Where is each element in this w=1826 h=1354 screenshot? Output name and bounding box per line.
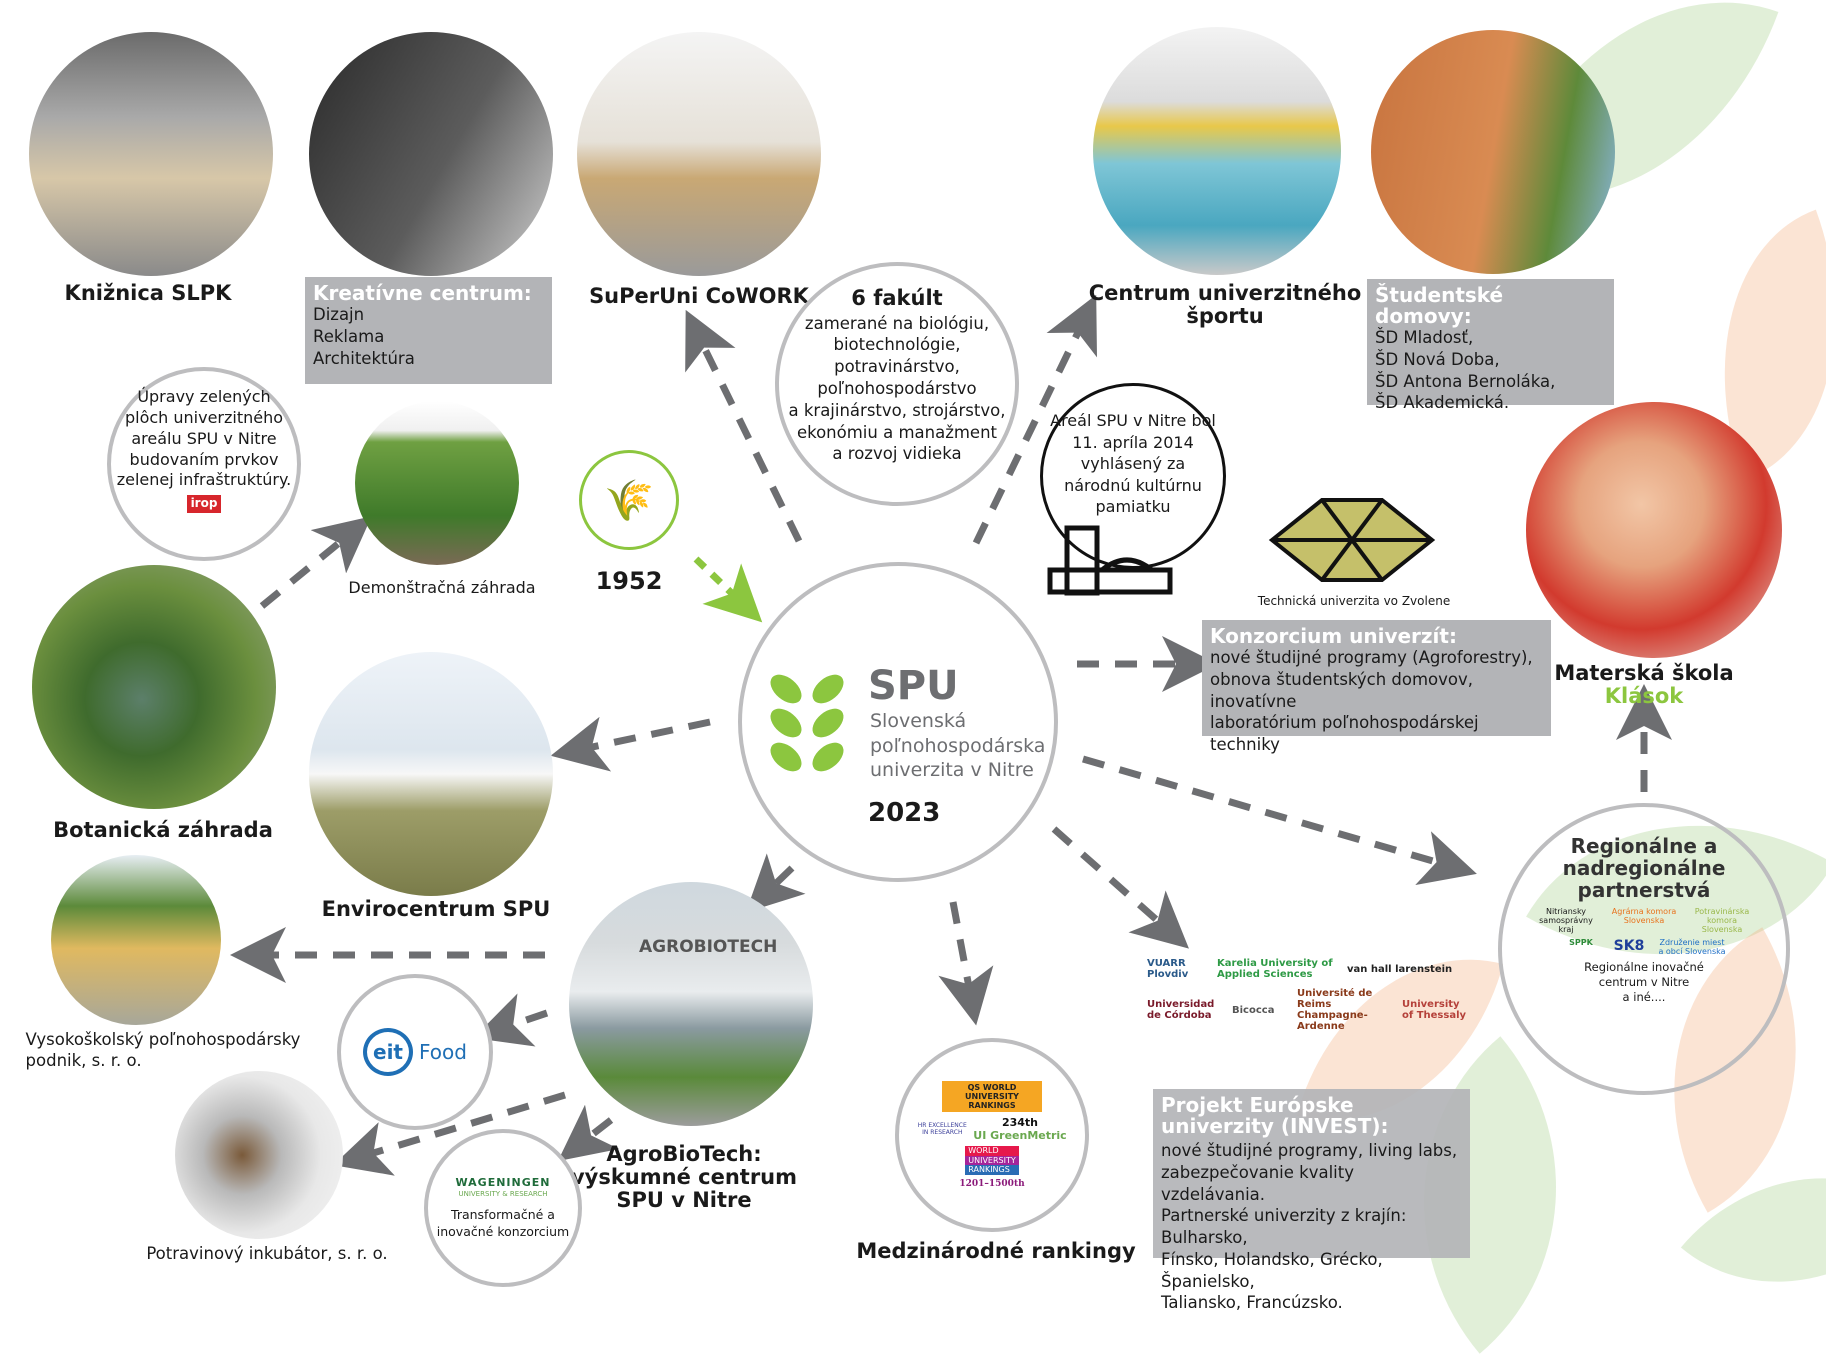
label-1952: 1952 [595, 567, 663, 595]
arrow [557, 1104, 620, 1162]
spu-1952-seal: 🌾 [579, 450, 679, 550]
wageningen-circle: WAGENINGEN UNIVERSITY & RESEARCH Transfo… [424, 1129, 582, 1287]
photo-demo-zahrada [355, 401, 519, 565]
arrow [1051, 826, 1189, 949]
arrow [259, 516, 372, 609]
label-vysokoskolsky: Vysokoškolský poľnohospodársky podnik, s… [25, 1030, 301, 1070]
label-materska: Materská škola Klások [1554, 661, 1734, 709]
label-rankings: Medzinárodné rankingy [856, 1239, 1136, 1263]
arrow [685, 309, 803, 543]
photo-agrobiotech: AGROBIOTECH [569, 882, 813, 1126]
photo-superuni [577, 32, 821, 276]
label-centrum-sportu: Centrum univerzitného športu [1088, 281, 1362, 329]
spu-year: 2023 [868, 798, 941, 828]
agrobiotech-sign: AGROBIOTECH [639, 937, 778, 957]
photo-centrum-sportu [1093, 27, 1341, 275]
arrow [972, 294, 1097, 545]
label-kniznica: Knižnica SLPK [64, 281, 232, 305]
label-superuni: SuPerUni CoWORK [589, 284, 809, 308]
the-logo: WORLD UNIVERSITY RANKINGS [965, 1146, 1019, 1175]
photo-kniznica [29, 32, 273, 276]
spu-center-circle: SPU Slovenská poľnohospodárska univerzit… [738, 562, 1058, 882]
regionalne-title: Regionálne a nadregionálne partnerstvá [1562, 834, 1726, 902]
spu-logo-icon [770, 674, 844, 772]
partner-logos: VUARR Plovdiv Karelia University of Appl… [1147, 958, 1467, 1032]
label-potravinovy: Potravinový inkubátor, s. r. o. [146, 1244, 388, 1263]
areal-circle: Areál SPU v Nitre bol 11. apríla 2014 vy… [1040, 383, 1226, 569]
arrow [550, 716, 711, 772]
arrow [473, 993, 549, 1047]
arrow [745, 853, 806, 913]
photo-vysokoskolsky [51, 855, 221, 1025]
rankings-circle: QS WORLD UNIVERSITY RANKINGS HR EXCELLEN… [895, 1038, 1089, 1232]
regionalne-circle: Regionálne a nadregionálne partnerstvá N… [1498, 803, 1790, 1095]
fakulty-circle: 6 fakúlt zamerané na biológiu, biotechno… [775, 262, 1019, 506]
eit-logo: eit [363, 1028, 413, 1076]
kreativne-box: Kreatívne centrum: Dizajn Reklama Archit… [305, 277, 552, 384]
hr-logo: HR EXCELLENCE IN RESEARCH [917, 1122, 967, 1137]
arrow-green [693, 556, 763, 623]
monument-icon [1047, 525, 1173, 596]
label-tu-zvolen: Technická univerzita vo Zvolene [1257, 594, 1451, 608]
photo-envirocentrum [309, 652, 553, 896]
domovy-box: Študentské domovy: ŠD Mladosť, ŠD Nová D… [1367, 279, 1614, 412]
qs-logo: QS WORLD UNIVERSITY RANKINGS [942, 1081, 1042, 1113]
arrow [1082, 755, 1477, 886]
wageningen-logo: WAGENINGEN [455, 1176, 551, 1190]
arrows-layer [230, 294, 1672, 1176]
upravy-circle: Úpravy zelených plôch univerzitného areá… [107, 367, 301, 561]
photo-domovy [1371, 30, 1615, 274]
irop-logo: irop [186, 495, 222, 513]
eit-food-circle: eit Food [337, 974, 493, 1130]
tu-zvolen-logo [1268, 498, 1436, 582]
invest-box: Projekt Európske univerzity (INVEST): no… [1153, 1089, 1470, 1312]
label-agrobiotech: AgroBioTech: výskumné centrum SPU v Nitr… [570, 1142, 798, 1213]
photo-botanicka [32, 565, 276, 809]
label-demo-zahrada: Demonštračná záhrada [348, 578, 536, 597]
label-envirocentrum: Envirocentrum SPU [321, 897, 551, 921]
spu-abbr: SPU [868, 663, 959, 709]
photo-potravinovy [175, 1071, 343, 1239]
arrow [938, 901, 994, 1026]
photo-materska [1526, 402, 1782, 658]
label-botanicka: Botanická záhrada [53, 818, 273, 842]
konzorcium-box: Konzorcium univerzít: nové študijné prog… [1202, 620, 1551, 754]
photo-kreativne [309, 32, 553, 276]
spu-name: Slovenská poľnohospodárska univerzita v … [870, 710, 1046, 782]
